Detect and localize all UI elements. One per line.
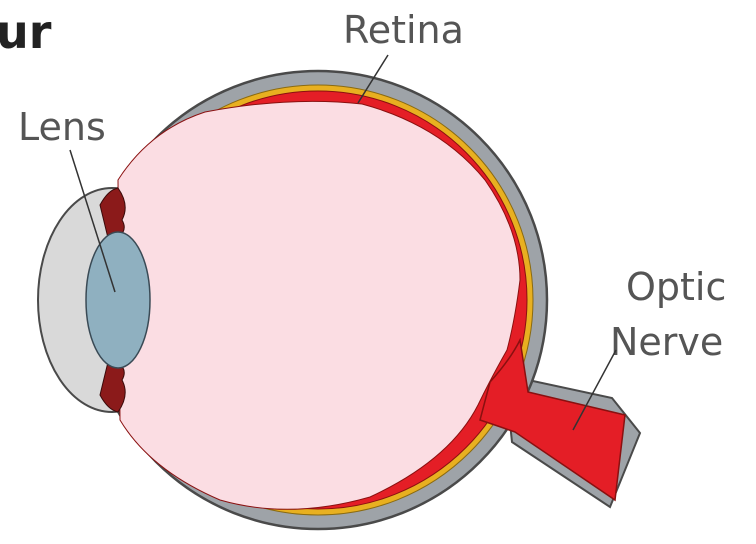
- optic-nerve-label-line2: Nerve: [610, 320, 723, 364]
- retina-label: Retina: [343, 8, 464, 52]
- lens: [86, 232, 150, 368]
- optic-nerve-label-line1: Optic: [626, 265, 726, 309]
- lens-label: Lens: [18, 105, 106, 149]
- title-fragment: ur: [0, 5, 52, 59]
